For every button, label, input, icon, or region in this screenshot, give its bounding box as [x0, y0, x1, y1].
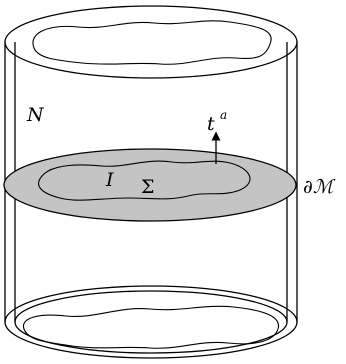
outer-cylinder-bottom-rim-front	[4, 321, 298, 359]
outer-cylinder-bottom-rim-back	[4, 285, 298, 323]
label-slice-sigma: Σ	[141, 176, 154, 198]
slice-ellipse	[3, 148, 297, 222]
bottom-wavy-boundary	[22, 305, 279, 349]
label-region-n: N	[26, 104, 45, 126]
top-wavy-boundary	[32, 20, 272, 65]
label-time-vector-index: a	[220, 108, 227, 122]
label-interior-i: I	[105, 169, 114, 191]
label-boundary: ∂ℳ	[303, 176, 336, 198]
inner-cylinder-bottom-rim-back	[14, 290, 288, 323]
interior-wavy-boundary	[38, 160, 251, 201]
outer-cylinder-top-rim	[4, 5, 298, 79]
outer-cylinder	[4, 5, 298, 359]
slice-sigma	[3, 148, 297, 222]
label-time-vector: t	[207, 113, 215, 135]
